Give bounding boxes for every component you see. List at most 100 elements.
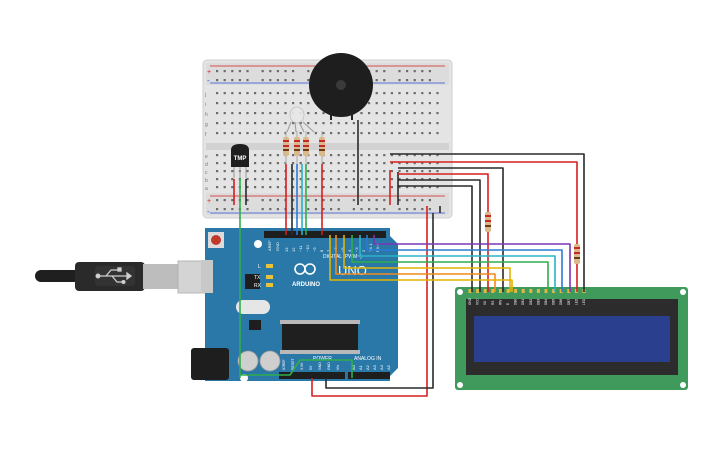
hole [383, 170, 386, 173]
hole [406, 122, 409, 125]
hole [223, 122, 226, 125]
hole [216, 170, 219, 173]
hole [322, 112, 325, 115]
crystal [236, 300, 270, 314]
hole [383, 162, 386, 165]
hole [322, 122, 325, 125]
lcd-screen [474, 316, 670, 362]
hole [292, 70, 295, 73]
hole [413, 112, 416, 115]
piezo-buzzer[interactable] [309, 53, 373, 120]
hole [322, 208, 325, 211]
resistor-2[interactable] [294, 131, 300, 164]
hole [368, 102, 371, 105]
hole [216, 102, 219, 105]
lcd-pin-label: DB2 [529, 299, 533, 305]
hole [246, 186, 249, 189]
hole [406, 154, 409, 157]
resistor-lcd-contrast[interactable] [485, 212, 491, 232]
hole [276, 70, 279, 73]
analog-header [348, 372, 390, 379]
rail-minus-label: - [207, 76, 210, 85]
resistor-1[interactable] [283, 131, 289, 164]
hole [352, 154, 355, 157]
hole [383, 79, 386, 82]
rgb-led[interactable] [286, 106, 315, 133]
hole [368, 122, 371, 125]
hole [261, 162, 264, 165]
hole [413, 199, 416, 202]
resistor-4[interactable] [319, 131, 325, 164]
wire-purple [373, 235, 571, 292]
hole [428, 186, 431, 189]
hole [231, 170, 234, 173]
hole [261, 102, 264, 105]
hole [375, 154, 378, 157]
analog-pin-label: A3 [372, 364, 377, 370]
digital-pin-label: 7 [326, 249, 331, 252]
hole [413, 92, 416, 95]
hole [269, 92, 272, 95]
hole [307, 186, 310, 189]
lcd-pin-label: GND [468, 297, 472, 305]
hole [261, 92, 264, 95]
wire-yellow [329, 235, 513, 292]
temperature-sensor[interactable]: TMP [231, 144, 249, 178]
reset-button[interactable] [208, 232, 224, 248]
hole [390, 122, 393, 125]
led-label-l: L [258, 264, 261, 270]
hole [231, 132, 234, 135]
hole [368, 178, 371, 181]
hole [299, 186, 302, 189]
resistor-lcd-backlight[interactable] [574, 244, 580, 264]
hole [261, 170, 264, 173]
hole [398, 122, 401, 125]
hole [398, 132, 401, 135]
hole [337, 132, 340, 135]
hole [428, 199, 431, 202]
hole [375, 170, 378, 173]
hole [413, 154, 416, 157]
lcd-pin [514, 289, 518, 293]
hole [223, 112, 226, 115]
hole [352, 208, 355, 211]
hole [345, 178, 348, 181]
aref-label: AREF [267, 240, 272, 251]
hole [314, 112, 317, 115]
hole [292, 154, 295, 157]
lcd-pin [521, 289, 525, 293]
hole [375, 70, 378, 73]
lcd-pin-label: LED [582, 298, 586, 305]
hole [223, 170, 226, 173]
hole [428, 122, 431, 125]
hole [390, 92, 393, 95]
lcd-pin-label: DB5 [552, 299, 556, 305]
usb-cable [35, 260, 207, 294]
hole [352, 170, 355, 173]
hole [231, 92, 234, 95]
hole [307, 112, 310, 115]
hole [330, 186, 333, 189]
hole [345, 170, 348, 173]
analog-label: ANALOG IN [354, 356, 382, 362]
hole [428, 112, 431, 115]
hole [314, 178, 317, 181]
usb-icon [95, 267, 133, 285]
digital-pin-label: ~11 [298, 245, 303, 252]
resistor-3[interactable] [303, 131, 309, 164]
hole [413, 208, 416, 211]
hole [314, 208, 317, 211]
digital-pin-label: 2 [361, 249, 366, 252]
hole [322, 162, 325, 165]
hole [292, 79, 295, 82]
hole [216, 199, 219, 202]
hole [368, 132, 371, 135]
hole [284, 112, 287, 115]
hole [261, 154, 264, 157]
hole [216, 154, 219, 157]
hole [383, 122, 386, 125]
hole [284, 102, 287, 105]
hole [436, 102, 439, 105]
